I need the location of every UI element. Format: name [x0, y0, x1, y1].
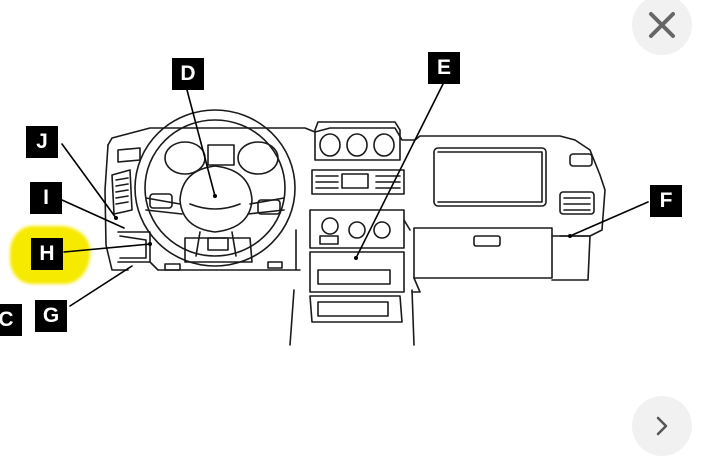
- label-i: I: [30, 182, 62, 214]
- label-h: H: [31, 238, 63, 270]
- label-d: D: [172, 58, 204, 90]
- label-e: E: [428, 52, 460, 84]
- label-c: C: [0, 304, 22, 336]
- chevron-right-icon: [656, 416, 668, 436]
- dashboard-diagram: [0, 0, 702, 443]
- label-j: J: [26, 126, 58, 158]
- close-button[interactable]: [632, 0, 692, 55]
- close-icon: [649, 12, 675, 38]
- label-f: F: [650, 185, 682, 217]
- label-g: G: [35, 300, 67, 332]
- next-image-button[interactable]: [632, 396, 692, 456]
